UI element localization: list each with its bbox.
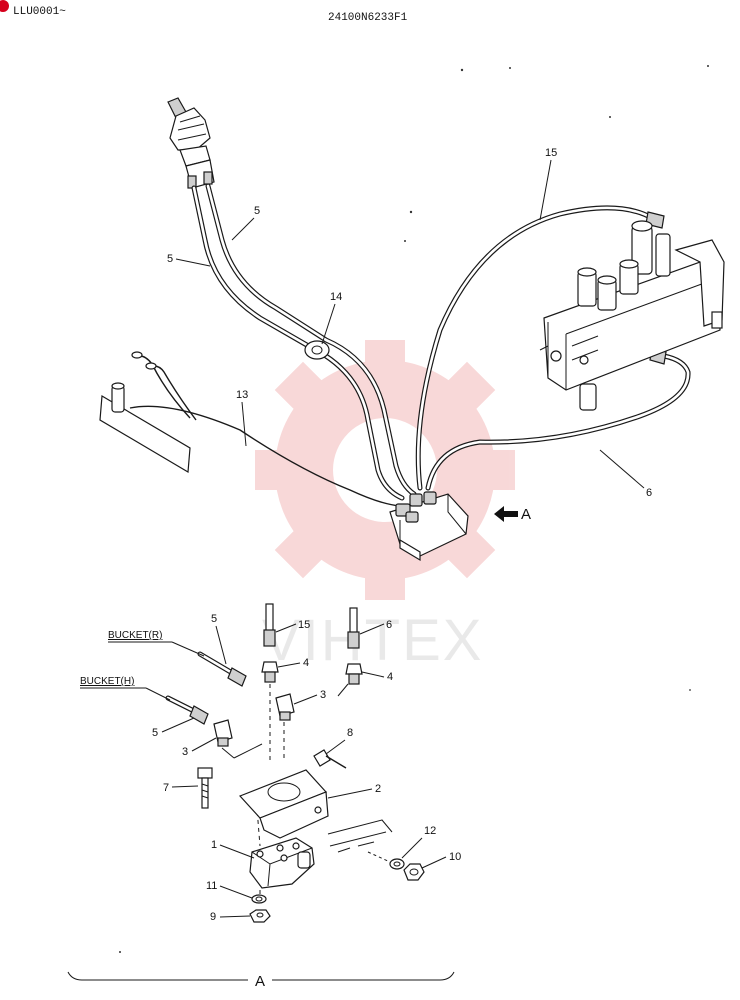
bolt-8 xyxy=(313,749,347,769)
callout-2: 2 xyxy=(375,783,381,795)
callout-4-left: 4 xyxy=(303,657,309,669)
callout-14: 14 xyxy=(330,291,342,303)
callout-1: 1 xyxy=(211,839,217,851)
label-bucket-h: BUCKET(H) xyxy=(80,676,134,687)
callout-view-arrow: A xyxy=(521,506,531,523)
hose-clamp xyxy=(304,340,330,360)
callout-5-b: 5 xyxy=(167,253,173,265)
scan-specks xyxy=(119,65,709,953)
washer-12 xyxy=(389,858,405,870)
pilot-hoses xyxy=(191,183,417,501)
callout-7: 7 xyxy=(163,782,169,794)
callout-5-a: 5 xyxy=(254,205,260,217)
hose-end-15 xyxy=(263,603,276,647)
drawing-number: 24100N6233F1 xyxy=(328,12,408,24)
callout-12: 12 xyxy=(424,825,436,837)
callout-4-right: 4 xyxy=(387,671,393,683)
corner-marker-icon xyxy=(0,0,9,12)
view-a-label: A xyxy=(255,973,265,990)
elbow-3-left xyxy=(213,719,233,747)
watermark-text: VIHTEX xyxy=(262,608,484,673)
callout-3-left: 3 xyxy=(182,746,188,758)
callout-15-detail: 15 xyxy=(298,619,310,631)
callout-13: 13 xyxy=(236,389,248,401)
bolt-7 xyxy=(197,767,213,809)
elbow-3-right xyxy=(275,693,295,721)
callout-9: 9 xyxy=(210,911,216,923)
view-a-bracket xyxy=(67,971,455,981)
bracket-2 xyxy=(238,769,329,839)
callout-15-top: 15 xyxy=(545,147,557,159)
frame-section xyxy=(327,819,393,853)
callout-5-detail-h: 5 xyxy=(152,727,158,739)
callout-10: 10 xyxy=(449,851,461,863)
bucket-labels: BUCKET(R) BUCKET(H) xyxy=(80,630,205,701)
nut-10 xyxy=(403,863,425,881)
gear-watermark-icon xyxy=(255,340,515,600)
callout-5-detail-r: 5 xyxy=(211,613,217,625)
upper-callouts: 15 5 5 14 13 6 xyxy=(167,147,652,499)
callout-11: 11 xyxy=(206,880,217,892)
watermark: VIHTEX xyxy=(255,340,515,673)
switch-panel xyxy=(99,382,191,474)
hose-end-bucket-r xyxy=(197,651,247,687)
label-bucket-r: BUCKET(R) xyxy=(108,630,162,641)
joystick-lever xyxy=(167,97,215,189)
corner-code: LLU0001~ xyxy=(13,6,66,18)
adapter-4-right xyxy=(345,663,363,685)
hose-end-bucket-h xyxy=(165,695,209,725)
wire-harness xyxy=(129,351,401,507)
view-a-arrow-icon xyxy=(494,506,518,522)
pilot-valve-assembly xyxy=(389,491,469,562)
control-valve xyxy=(539,220,725,411)
adapter-4-left xyxy=(261,661,279,683)
washer-11 xyxy=(251,894,267,904)
nut-9 xyxy=(249,909,271,923)
pilot-valve-1 xyxy=(249,837,315,889)
callout-6-right: 6 xyxy=(646,487,652,499)
callout-6-detail: 6 xyxy=(386,619,392,631)
callout-8: 8 xyxy=(347,727,353,739)
detail-callouts: 5 15 6 4 4 3 3 5 8 7 2 1 12 10 11 9 xyxy=(152,613,461,923)
hose-end-6 xyxy=(347,607,360,649)
callout-3-right: 3 xyxy=(320,689,326,701)
